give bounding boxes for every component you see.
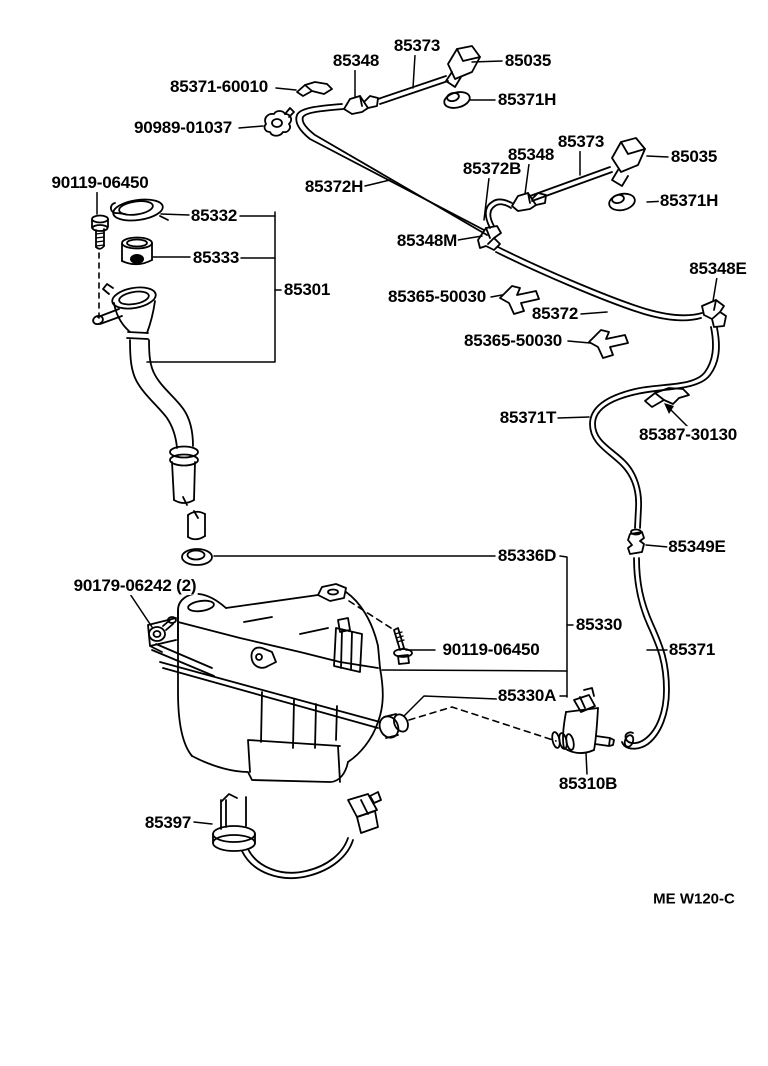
- part-label-85348E: 85348E: [688, 259, 748, 279]
- part-label-90119-06450-upper: 90119-06450: [50, 173, 150, 193]
- part-label-85333: 85333: [191, 248, 241, 268]
- nut-90179-06242-drawing: [148, 616, 177, 642]
- part-label-90989-01037: 90989-01037: [132, 118, 234, 138]
- part-label-85330A: 85330A: [496, 686, 558, 706]
- part-label-85310B: 85310B: [557, 774, 619, 794]
- hose-piece-85336D-drawing: [181, 510, 213, 566]
- part-label-85365-50030-lower: 85365-50030: [462, 331, 564, 351]
- part-label-85336D: 85336D: [496, 546, 558, 566]
- part-label-90119-06450-lower: 90119-06450: [441, 640, 541, 660]
- nozzle-front-right-drawing: [608, 137, 646, 212]
- part-label-85301: 85301: [282, 280, 332, 300]
- joint-85348-rear-drawing: [511, 192, 547, 212]
- cap-85332-drawing: [110, 198, 169, 222]
- clamp-90989-01037-drawing: [263, 107, 295, 137]
- part-label-85372H: 85372H: [303, 177, 365, 197]
- joint-85349E-drawing: [627, 528, 645, 555]
- filler-neck-85301-drawing: [92, 283, 199, 506]
- reservoir-tank-85330-drawing: [147, 583, 384, 783]
- part-label-85372: 85372: [530, 304, 580, 324]
- pump-85310B-drawing: [551, 687, 615, 775]
- hose-85372B-drawing: [484, 198, 513, 229]
- part-label-85372B: 85372B: [461, 159, 523, 179]
- part-label-85371-60010: 85371-60010: [168, 77, 270, 97]
- part-label-85348-front: 85348: [331, 51, 381, 71]
- part-label-90179-06242: 90179-06242 (2): [72, 576, 198, 596]
- clip-85371-60010-drawing: [296, 81, 333, 97]
- clip-85387-30130-drawing: [644, 387, 690, 428]
- part-label-85035-front: 85035: [503, 51, 553, 71]
- part-label-85371: 85371: [667, 640, 717, 660]
- part-label-85349E: 85349E: [667, 537, 727, 557]
- part-label-85332: 85332: [189, 206, 239, 226]
- part-label-85348-rear: 85348: [506, 145, 556, 165]
- part-label-85371T: 85371T: [498, 408, 558, 428]
- tee-85365-50030-lower-drawing: [588, 329, 629, 359]
- hose-85373-rear-drawing: [529, 166, 613, 202]
- elbow-85348E-drawing: [701, 299, 727, 328]
- part-label-85330: 85330: [574, 615, 624, 635]
- hose-85372H-drawing: [295, 103, 488, 236]
- part-label-85371H-rear: 85371H: [658, 191, 720, 211]
- nozzle-front-left-drawing: [443, 45, 481, 109]
- part-label-85387-30130: 85387-30130: [637, 425, 739, 445]
- part-label-85397: 85397: [143, 813, 193, 833]
- level-sensor-85397-drawing: [212, 791, 382, 880]
- screw-90119-06450-upper-drawing: [91, 214, 109, 319]
- drawing-code: ME W120-C: [653, 890, 735, 908]
- part-label-85373-front: 85373: [392, 36, 442, 56]
- part-label-85373-rear: 85373: [556, 132, 606, 152]
- screw-90119-06450-lower-drawing: [348, 600, 413, 665]
- joint-85348M-drawing: [477, 225, 502, 251]
- hose-85371-drawing: [589, 326, 720, 750]
- hose-85372-drawing: [495, 246, 703, 322]
- tee-85365-50030-upper-drawing: [499, 285, 540, 315]
- hose-85373-front-drawing: [377, 75, 449, 105]
- joint-85348-front-drawing: [343, 95, 379, 115]
- part-label-85365-50030-upper: 85365-50030: [386, 287, 488, 307]
- part-label-85348M: 85348M: [395, 231, 459, 251]
- filter-85333-drawing: [121, 236, 153, 266]
- part-label-85371H-front: 85371H: [496, 90, 558, 110]
- label-leader-lines: [96, 54, 718, 825]
- grommet-85330A-drawing: [378, 706, 557, 742]
- part-label-85035-rear: 85035: [669, 147, 719, 167]
